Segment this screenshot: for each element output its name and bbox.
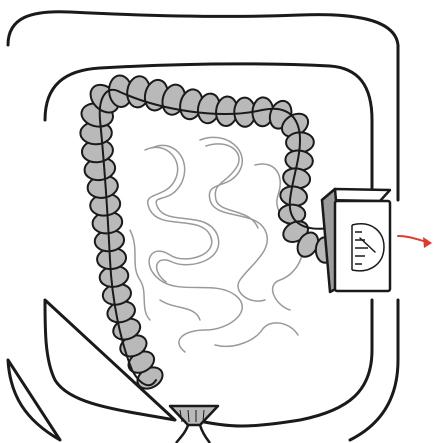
small-intestine [130,137,302,352]
exit-arrow-icon [398,236,432,248]
external-device [322,189,390,292]
device-front-face [335,201,390,291]
